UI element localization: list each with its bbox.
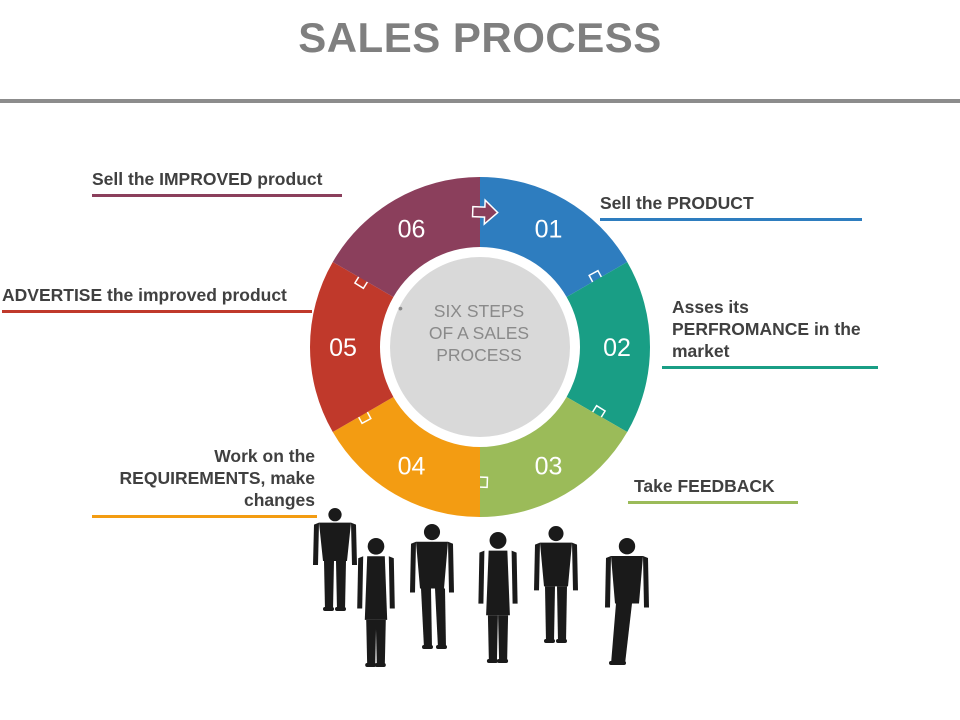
step-05-underline [2, 310, 312, 313]
ring-segment-05 [310, 262, 394, 432]
center-line-3: PROCESS [436, 345, 522, 365]
center-circle [390, 257, 570, 437]
step-06-label-line-1: Sell the IMPROVED product [92, 169, 323, 189]
person-silhouette [478, 532, 518, 663]
center-line-2: OF A SALES [428, 323, 530, 343]
step-04-underline [92, 515, 317, 518]
center-caption: SIX STEPS OF A SALES PROCESS [396, 300, 562, 366]
step-02-underline [662, 366, 878, 369]
center-bullet: • [398, 300, 403, 316]
step-04-label-line-1: Work on the [214, 446, 315, 466]
step-06-label: Sell the IMPROVED product [92, 168, 342, 197]
ring-segment-06 [332, 177, 480, 297]
step-number-06: 06 [398, 215, 426, 243]
ring-segment-02 [566, 262, 650, 432]
person-silhouette [605, 538, 649, 665]
step-03-label-line-1: Take FEEDBACK [634, 476, 775, 496]
ring-arrow-06 [471, 198, 499, 226]
step-02-label-line-2: PERFROMANCE in the [672, 319, 861, 339]
person-silhouette [410, 524, 454, 649]
step-number-05: 05 [329, 334, 357, 362]
step-05-label-line-1: ADVERTISE the improved product [2, 285, 287, 305]
people-silhouette-icon [313, 508, 649, 667]
step-06-underline [92, 194, 342, 197]
step-number-02: 02 [603, 334, 631, 362]
step-01-label: Sell the PRODUCT [600, 192, 862, 221]
step-02-label-line-1: Asses its [672, 297, 749, 317]
step-02-label-line-3: market [672, 341, 730, 361]
ring-segment-03 [480, 397, 628, 517]
step-03-underline [628, 501, 798, 504]
person-silhouette [534, 526, 578, 643]
step-02-label: Asses its PERFROMANCE in the market [662, 296, 878, 369]
step-04-label-line-3: changes [244, 490, 315, 510]
title-divider [0, 99, 960, 103]
person-silhouette [313, 508, 357, 611]
page-title: SALES PROCESS [298, 14, 662, 61]
person-silhouette [357, 538, 395, 667]
step-03-label: Take FEEDBACK [628, 475, 798, 504]
step-05-label: ADVERTISE the improved product [2, 284, 312, 313]
step-04-label-line-2: REQUIREMENTS, make [119, 468, 315, 488]
center-line-1: SIX STEPS [433, 301, 525, 321]
step-number-01: 01 [535, 215, 563, 243]
ring-segment-04 [332, 397, 480, 517]
step-01-label-line-1: Sell the PRODUCT [600, 193, 754, 213]
step-number-04: 04 [398, 453, 426, 481]
step-04-label: Work on the REQUIREMENTS, make changes [92, 445, 317, 518]
ring-segment-01 [480, 177, 628, 297]
step-01-underline [600, 218, 862, 221]
step-number-03: 03 [535, 453, 563, 481]
